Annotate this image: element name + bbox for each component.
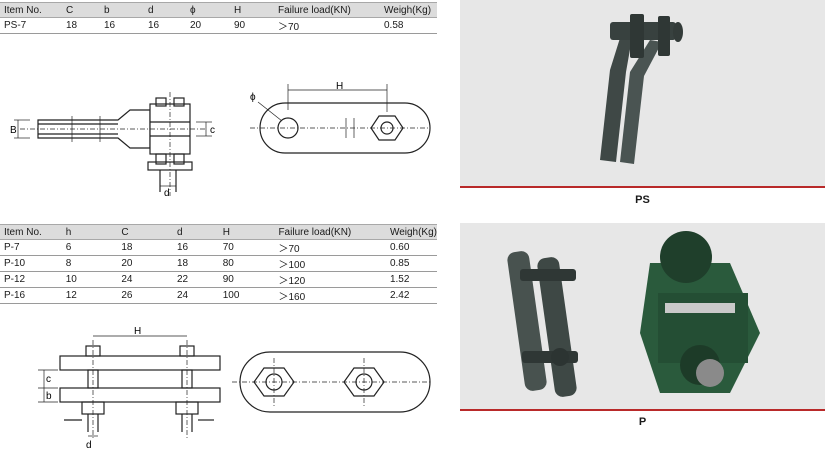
p-dim-label-b: b	[46, 391, 52, 402]
ps-spec-table: Item No. C b d ϕ H Failure load(KN) Weig…	[0, 2, 437, 34]
p-header-c: C	[117, 224, 173, 240]
table-row: P-7 6 18 16 70 ＞70 0.60	[0, 239, 437, 256]
table-cell: 24	[173, 287, 219, 304]
table-cell: 22	[173, 271, 219, 288]
table-cell: PS-7	[0, 17, 62, 34]
table-cell: 0.60	[385, 239, 437, 256]
p-photo-label: P	[638, 416, 647, 428]
table-cell: 6	[61, 239, 118, 256]
table-cell: 90	[230, 17, 274, 34]
table-cell: 26	[117, 287, 173, 304]
table-row: PS-7 18 16 16 20 90 ＞70 0.58	[0, 17, 437, 34]
table-cell: P-16	[0, 287, 62, 304]
table-cell: 90	[218, 271, 275, 288]
table-cell: 24	[117, 271, 173, 288]
p-top-view-drawing	[232, 351, 431, 413]
p-spec-table: Item No. h C d H Failure load(KN) Weigh(…	[0, 224, 437, 304]
p-dim-label-h: H	[134, 326, 141, 337]
ps-header-weight: Weigh(Kg)	[380, 2, 437, 18]
p-table-header-row: Item No. h C d H Failure load(KN) Weigh(…	[0, 224, 437, 240]
table-row: P-16 12 26 24 100 ＞160 2.42	[0, 287, 437, 304]
p-header-h: H	[218, 224, 275, 240]
table-cell: 100	[218, 287, 275, 304]
ps-dim-label-d: d	[164, 188, 170, 199]
p-header-d: d	[173, 224, 219, 240]
ps-product-photo	[460, 0, 825, 188]
table-cell: ＞100	[274, 255, 386, 272]
table-cell: ＞120	[274, 271, 386, 288]
table-cell: 20	[186, 17, 230, 34]
ps-side-view-drawing: B c d	[10, 92, 215, 199]
ps-dim-label-b: B	[10, 125, 17, 136]
table-cell: ＞70	[274, 239, 386, 256]
ps-top-view-drawing: H ϕ	[250, 81, 431, 154]
table-cell: 2.42	[385, 287, 437, 304]
ps-header-d: d	[144, 2, 186, 18]
ps-header-b: b	[100, 2, 144, 18]
table-row: P-10 8 20 18 80 ＞100 0.85	[0, 255, 437, 272]
p-side-view-drawing: H c b d	[38, 326, 221, 451]
table-cell: 18	[117, 239, 173, 256]
ps-dim-label-phi: ϕ	[250, 92, 256, 103]
p-header-weight: Weigh(Kg)	[385, 224, 437, 240]
p-dim-label-c: c	[46, 374, 51, 385]
table-cell: 8	[61, 255, 118, 272]
table-cell: P-12	[0, 271, 62, 288]
ps-header-h: H	[230, 2, 274, 18]
table-row: P-12 10 24 22 90 ＞120 1.52	[0, 271, 437, 288]
table-cell: 0.58	[380, 17, 437, 34]
table-cell: 20	[117, 255, 173, 272]
table-cell: 0.85	[385, 255, 437, 272]
ps-header-c: C	[62, 2, 100, 18]
p-header-failure-load: Failure load(KN)	[274, 224, 386, 240]
ps-header-phi: ϕ	[186, 2, 230, 18]
table-cell: 70	[218, 239, 275, 256]
p-product-photo	[460, 223, 825, 411]
ps-dim-label-h: H	[336, 81, 343, 92]
table-cell: 16	[100, 17, 144, 34]
ps-header-failure-load: Failure load(KN)	[274, 2, 380, 18]
table-cell: 10	[61, 271, 118, 288]
p-clevis-image	[507, 231, 760, 397]
table-cell: 16	[173, 239, 219, 256]
table-cell: 80	[218, 255, 275, 272]
table-cell: 18	[62, 17, 100, 34]
ps-photo-label: PS	[635, 194, 650, 206]
ps-clevis-image	[600, 14, 683, 164]
p-header-item-no: Item No.	[0, 224, 62, 240]
ps-header-item-no: Item No.	[0, 2, 62, 18]
p-header-h-small: h	[61, 224, 118, 240]
table-cell: 1.52	[385, 271, 437, 288]
table-cell: ＞70	[274, 17, 380, 34]
table-cell: 16	[144, 17, 186, 34]
p-dim-label-d: d	[86, 440, 92, 451]
table-cell: P-7	[0, 239, 62, 256]
ps-table-header-row: Item No. C b d ϕ H Failure load(KN) Weig…	[0, 2, 437, 18]
ps-dim-label-c: c	[210, 125, 215, 136]
table-cell: P-10	[0, 255, 62, 272]
table-cell: ＞160	[274, 287, 386, 304]
table-cell: 12	[61, 287, 118, 304]
table-cell: 18	[173, 255, 219, 272]
